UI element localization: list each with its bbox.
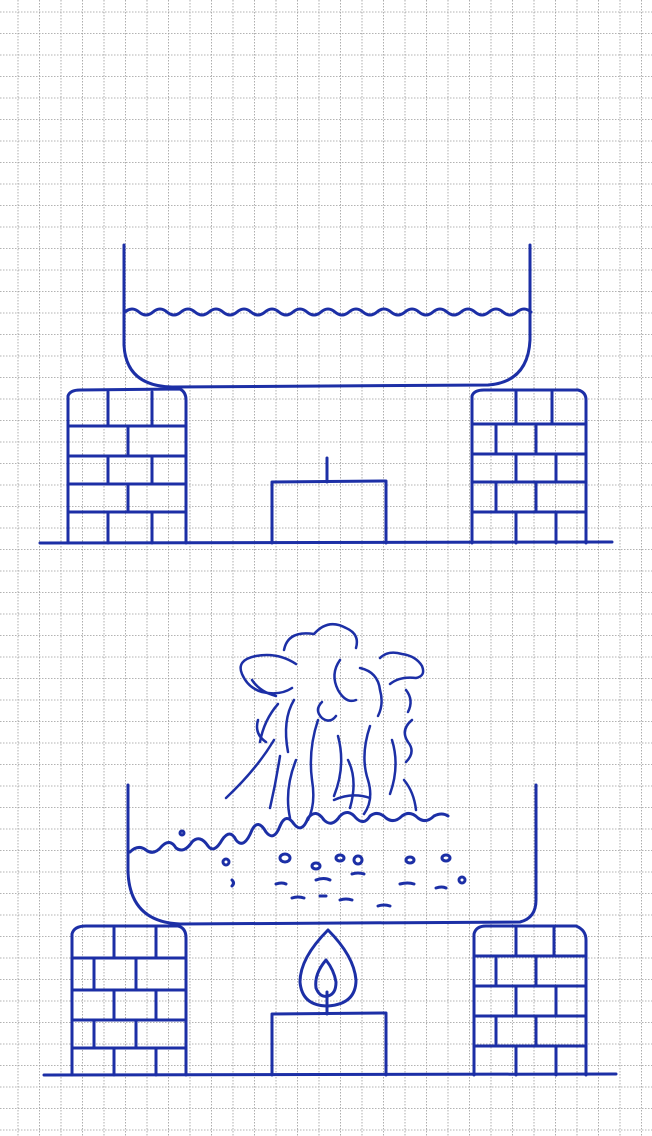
ground-line bbox=[40, 542, 612, 543]
ground-line bbox=[44, 1074, 616, 1075]
